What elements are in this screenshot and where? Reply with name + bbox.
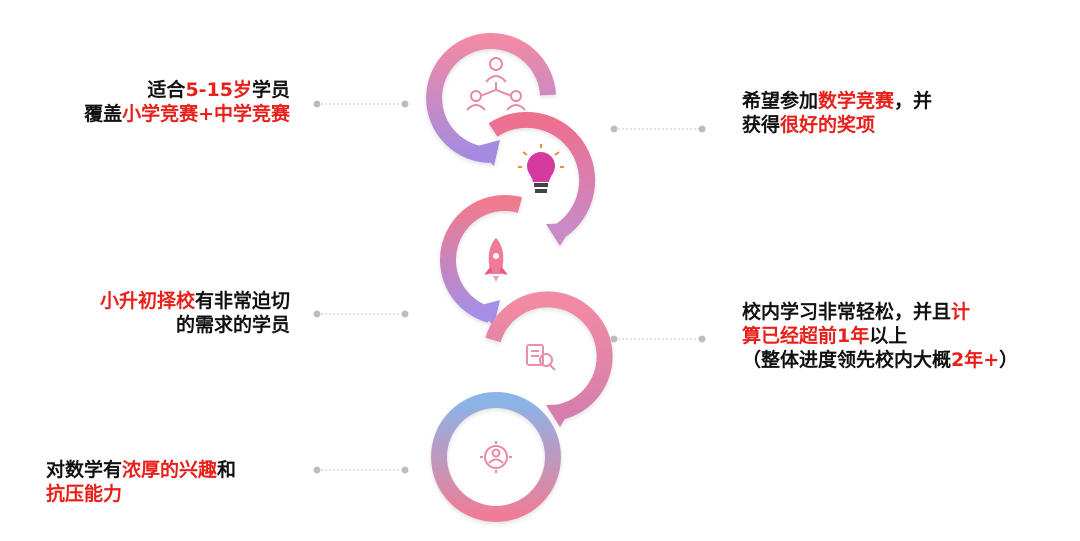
ring-step-3 [440, 195, 523, 326]
highlight-text: 2年+ [951, 349, 1000, 371]
label-text: 适合 [147, 79, 186, 101]
label-advanced-progress: 校内学习非常轻松，并且计算已经超前1年以上（整体进度领先校内大概2年+） [742, 300, 1018, 372]
label-text: 覆盖 [84, 103, 123, 125]
highlight-text: 浓厚的兴趣 [122, 459, 218, 481]
rocket-icon [484, 238, 508, 282]
target-user-icon [480, 441, 512, 473]
connector-dot [401, 310, 409, 318]
ring-step-1 [426, 33, 556, 166]
label-competition-award: 希望参加数学竞赛，并获得很好的奖项 [742, 89, 932, 137]
highlight-text: 小学竞赛+中学竞赛 [122, 103, 290, 125]
connector-dot [313, 100, 321, 108]
highlight-text: 很好的奖项 [780, 114, 876, 136]
label-line: 的需求的学员 [100, 313, 290, 337]
label-line: 覆盖小学竞赛+中学竞赛 [84, 102, 290, 126]
ring-step-4 [485, 291, 613, 427]
label-line: 希望参加数学竞赛，并 [742, 89, 932, 113]
connector-lines [313, 100, 706, 474]
label-age-coverage: 适合5-15岁学员覆盖小学竞赛+中学竞赛 [84, 78, 290, 126]
connector-dot [698, 125, 706, 133]
highlight-text: 5-15岁 [185, 79, 252, 101]
label-line: 获得很好的奖项 [742, 113, 932, 137]
label-text: 学员 [251, 79, 290, 101]
ring-step-2 [488, 111, 596, 246]
label-line: （整体进度领先校内大概2年+） [742, 348, 1018, 372]
highlight-text: 抗压能力 [46, 483, 123, 505]
highlight-text: 1年 [837, 325, 870, 347]
label-text: 对数学有 [46, 459, 123, 481]
label-text: 和 [217, 459, 237, 481]
label-text: 以上 [869, 325, 908, 347]
connector-dot [610, 125, 618, 133]
document-search-icon [526, 344, 556, 371]
highlight-text: 数学竞赛 [818, 90, 895, 112]
label-text: 有非常迫切 [194, 290, 290, 312]
label-text: ，并 [894, 90, 933, 112]
label-line: 抗压能力 [46, 482, 236, 506]
connector-dot [698, 335, 706, 343]
highlight-text: 算已经超前 [742, 325, 838, 347]
connector-dot [313, 310, 321, 318]
connector-dot [401, 100, 409, 108]
label-line: 小升初择校有非常迫切 [100, 289, 290, 313]
highlight-text: 计 [951, 301, 971, 323]
label-line: 算已经超前1年以上 [742, 324, 1018, 348]
label-text: 希望参加 [742, 90, 819, 112]
label-line: 校内学习非常轻松，并且计 [742, 300, 1018, 324]
label-text: 的需求的学员 [175, 314, 290, 336]
connector-dot [313, 466, 321, 474]
label-text: 校内学习非常轻松，并且 [742, 301, 952, 323]
label-text: 获得 [742, 114, 781, 136]
label-text: ） [999, 349, 1019, 371]
ring-step-5 [431, 392, 561, 522]
label-line: 对数学有浓厚的兴趣和 [46, 458, 236, 482]
highlight-text: 小升初择校 [99, 290, 195, 312]
connector-dot [610, 335, 618, 343]
label-text: （整体进度领先校内大概 [742, 349, 952, 371]
label-interest-pressure: 对数学有浓厚的兴趣和抗压能力 [46, 458, 236, 506]
connector-dot [401, 466, 409, 474]
people-network-icon [466, 57, 526, 111]
lightbulb-icon [518, 144, 564, 193]
label-line: 适合5-15岁学员 [84, 78, 290, 102]
label-school-selection: 小升初择校有非常迫切的需求的学员 [100, 289, 290, 337]
